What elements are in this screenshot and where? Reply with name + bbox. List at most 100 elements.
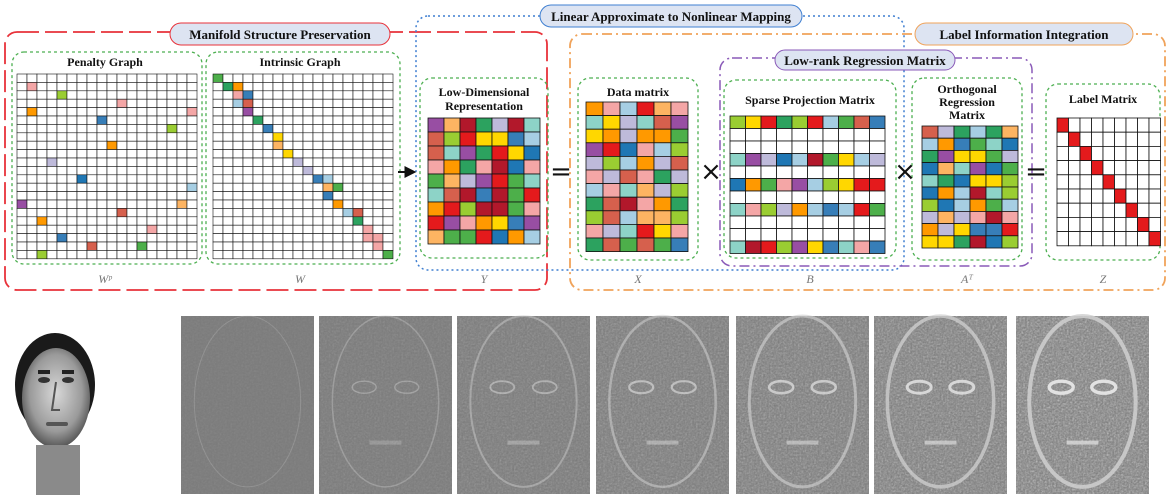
matrix-cell: [853, 128, 870, 142]
matrix-cell: [302, 191, 314, 201]
matrix-cell: [126, 149, 138, 159]
matrix-cell: [427, 187, 445, 203]
matrix-cell: [1056, 231, 1069, 247]
matrix-cell: [176, 224, 188, 234]
matrix-cell: [1091, 145, 1104, 161]
matrix-cell: [619, 237, 638, 253]
matrix-cell: [252, 208, 264, 218]
matrix-cell: [106, 216, 118, 226]
matrix-cell: [382, 90, 394, 100]
matrix-cell: [222, 208, 234, 218]
matrix-cell: [507, 173, 525, 189]
matrix-cell: [186, 157, 198, 167]
matrix-cell: [1148, 160, 1161, 176]
matrix-cell: [176, 98, 188, 108]
matrix-cell: [292, 124, 304, 134]
matrix-cell: [106, 90, 118, 100]
matrix-cell: [232, 157, 244, 167]
matrix-cell: [322, 157, 334, 167]
matrix-cell: [372, 224, 384, 234]
matrix-cell: [136, 233, 148, 243]
matrix-cell: [776, 240, 793, 254]
matrix-cell: [745, 153, 762, 167]
matrix-cell: [322, 73, 334, 83]
matrix-cell: [332, 124, 344, 134]
matrix-cell: [36, 90, 48, 100]
matrix-cell: [96, 73, 108, 83]
matrix-cell: [186, 224, 198, 234]
matrix-cell: [26, 115, 38, 125]
matrix-cell: [1091, 202, 1104, 218]
matrix-cell: [969, 149, 987, 163]
matrix-cell: [96, 208, 108, 218]
matrix-cell: [166, 208, 178, 218]
matrix-cell: [222, 250, 234, 260]
matrix-cell: [146, 115, 158, 125]
matrix-cell: [212, 107, 224, 117]
matrix-cell: [176, 174, 188, 184]
matrix-cell: [332, 73, 344, 83]
matrix-cell: [869, 228, 886, 242]
matrix-cell: [1148, 174, 1161, 190]
matrix-cell: [969, 198, 987, 212]
matrix-cell: [262, 73, 274, 83]
matrix-cell: [1091, 160, 1104, 176]
matrix-cell: [222, 241, 234, 251]
matrix-cell: [36, 107, 48, 117]
matrix-cell: [937, 125, 955, 139]
matrix-cell: [362, 124, 374, 134]
matrix-cell: [822, 128, 839, 142]
matrix-cell: [26, 199, 38, 209]
matrix-cell: [619, 169, 638, 185]
matrix-cell: [156, 182, 168, 192]
matrix-cell: [146, 149, 158, 159]
matrix-cell: [26, 208, 38, 218]
matrix-cell: [807, 190, 824, 204]
matrix-cell: [332, 157, 344, 167]
matrix-cell: [362, 224, 374, 234]
matrix-cell: [46, 73, 58, 83]
matrix-cell: [523, 131, 541, 147]
matrix-cell: [342, 98, 354, 108]
matrix-cell: [352, 82, 364, 92]
matrix-cell: [1125, 202, 1138, 218]
matrix-cell: [1114, 160, 1127, 176]
matrix-cell: [156, 124, 168, 134]
matrix-cell: [507, 159, 525, 175]
data-panel: [577, 77, 699, 261]
matrix-cell: [985, 137, 1003, 151]
matrix-cell: [76, 216, 88, 226]
matrix-cell: [76, 191, 88, 201]
matrix-cell: [282, 233, 294, 243]
matrix-cell: [222, 124, 234, 134]
matrix-cell: [76, 157, 88, 167]
matrix-cell: [282, 149, 294, 159]
matrix-cell: [176, 182, 188, 192]
matrix-cell: [342, 241, 354, 251]
matrix-cell: [729, 215, 746, 229]
matrix-cell: [222, 73, 234, 83]
matrix-cell: [106, 233, 118, 243]
matrix-cell: [459, 145, 477, 161]
matrix-cell: [166, 124, 178, 134]
matrix-cell: [1148, 117, 1161, 133]
matrix-cell: [272, 82, 284, 92]
matrix-cell: [86, 182, 98, 192]
matrix-cell: [342, 90, 354, 100]
matrix-cell: [282, 174, 294, 184]
matrix-cell: [96, 115, 108, 125]
matrix-cell: [116, 90, 128, 100]
matrix-cell: [372, 216, 384, 226]
matrix-cell: [1056, 216, 1069, 232]
matrix-cell: [186, 250, 198, 260]
matrix-cell: [106, 224, 118, 234]
matrix-cell: [232, 224, 244, 234]
matrix-cell: [636, 128, 655, 144]
matrix-cell: [1056, 202, 1069, 218]
matrix-cell: [282, 132, 294, 142]
matrix-cell: [176, 115, 188, 125]
matrix-cell: [362, 157, 374, 167]
matrix-cell: [985, 186, 1003, 200]
matrix-cell: [427, 159, 445, 175]
matrix-cell: [729, 128, 746, 142]
